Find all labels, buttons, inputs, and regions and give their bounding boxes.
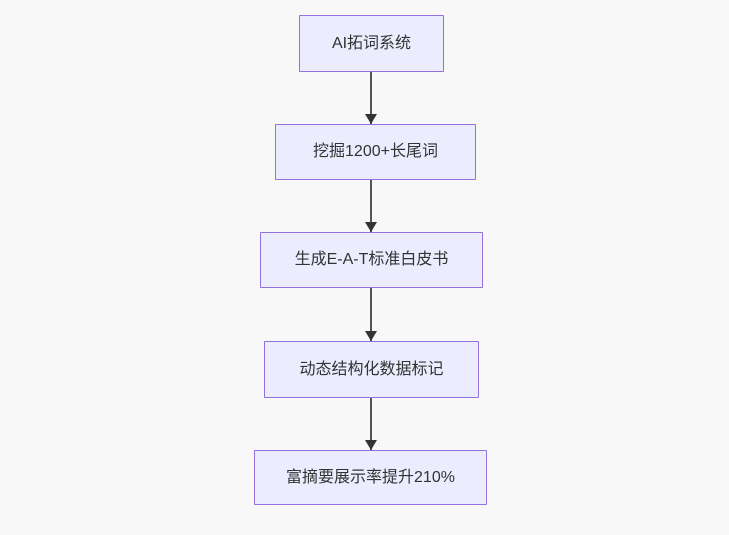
arrowhead-down-icon [365, 440, 377, 450]
flow-node-label: 挖掘1200+长尾词 [313, 143, 438, 161]
flow-node-rich-snippet-rate: 富摘要展示率提升210% [254, 450, 487, 505]
arrowhead-down-icon [365, 222, 377, 232]
flow-node-ai-word-expansion-system: AI拓词系统 [299, 15, 444, 72]
arrow-line [370, 288, 372, 341]
flow-node-label: 富摘要展示率提升210% [286, 468, 455, 486]
arrowhead-down-icon [365, 114, 377, 124]
flow-node-label: AI拓词系统 [331, 34, 412, 52]
arrow-line [370, 180, 372, 232]
flow-node-eat-whitepaper: 生成E-A-T标准白皮书 [260, 232, 483, 288]
arrowhead-down-icon [365, 331, 377, 341]
flow-node-label: 生成E-A-T标准白皮书 [294, 251, 449, 269]
arrow-line [370, 398, 372, 450]
flow-node-longtail-keywords: 挖掘1200+长尾词 [275, 124, 476, 180]
flow-node-structured-data-markup: 动态结构化数据标记 [264, 341, 479, 398]
flow-node-label: 动态结构化数据标记 [299, 360, 444, 378]
arrow-line [370, 72, 372, 124]
